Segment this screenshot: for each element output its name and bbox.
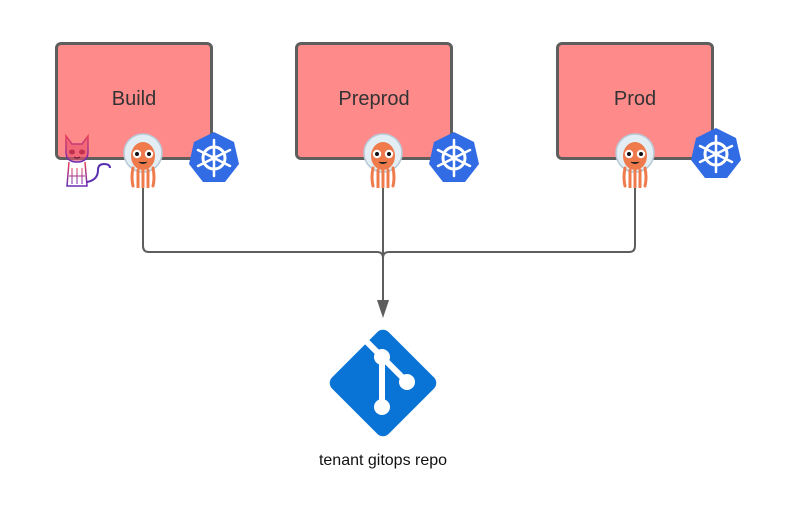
tekton-cat-icon <box>65 133 111 187</box>
repo-label: tenant gitops repo <box>318 452 448 469</box>
argo-cd-icon <box>123 133 163 188</box>
argo-cd-icon <box>363 133 403 188</box>
kubernetes-icon <box>691 128 741 178</box>
arrowhead <box>377 300 389 318</box>
argo-cd-icon <box>615 133 655 188</box>
connector-build <box>142 185 384 259</box>
kubernetes-icon <box>189 132 239 182</box>
kubernetes-icon <box>429 132 479 182</box>
git-icon[interactable] <box>322 322 444 444</box>
environment-label: Prod <box>613 87 657 110</box>
environment-label: Build <box>111 87 157 110</box>
connector-prod <box>382 185 636 259</box>
environment-label: Preprod <box>338 87 410 110</box>
